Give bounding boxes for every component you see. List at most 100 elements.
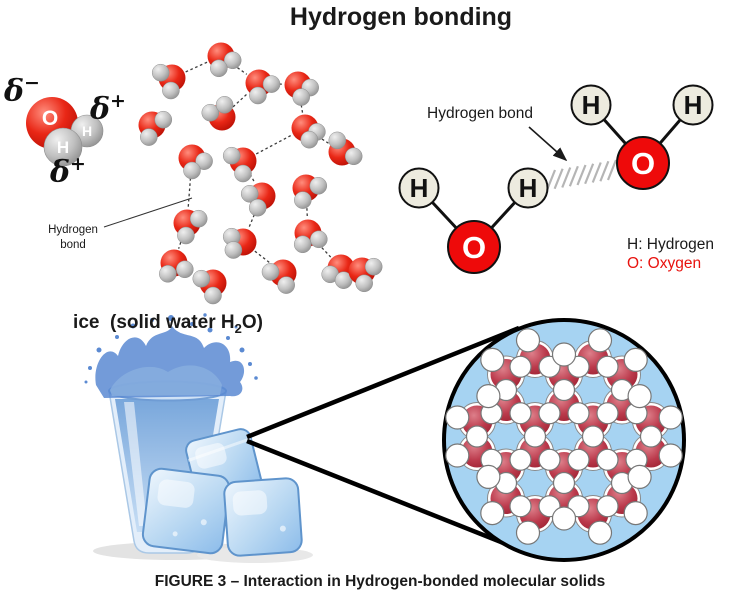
magnifier-line-top	[246, 325, 520, 440]
hydrogen-sphere	[224, 241, 243, 259]
hydrogen-sphere	[240, 185, 259, 203]
oxygen-atom	[616, 136, 670, 190]
water-molecule	[192, 269, 227, 305]
hydrogen-bond-hatch	[561, 167, 572, 188]
hydrogen-atom	[507, 167, 549, 209]
minus-sign: −	[24, 72, 40, 94]
hydrogen-sphere	[222, 146, 241, 165]
hydrogen-sphere	[300, 130, 319, 149]
lattice-hydrogen	[596, 448, 619, 471]
lattice-hydrogen	[596, 495, 619, 518]
magnifier-line-bottom	[246, 438, 522, 553]
lattice-hydrogen	[538, 448, 561, 471]
water-molecule	[284, 71, 319, 106]
water-molecule	[207, 42, 242, 78]
figure-caption: FIGURE 3 – Interaction in Hydrogen-bonde…	[154, 573, 606, 590]
water-molecule	[138, 110, 173, 146]
water-splash-inner	[110, 365, 222, 396]
water-cluster	[138, 42, 383, 305]
lattice-hydrogen	[581, 425, 605, 448]
hydrogen-bond-hatch	[568, 165, 579, 187]
hydrogen-sphere	[223, 51, 242, 70]
hydrogen-atom-label: H	[684, 90, 703, 120]
hydrogen-sphere	[43, 127, 83, 167]
hydrogen-sphere	[328, 131, 347, 150]
lattice-hydrogen-outer	[515, 328, 541, 353]
hydrogen-sphere	[344, 147, 363, 166]
lattice-hydrogen	[567, 402, 590, 425]
ice-cube	[223, 477, 303, 557]
hydrogen-sphere	[248, 198, 267, 217]
callout-text: Hydrogen bond	[427, 105, 533, 122]
lattice-hydrogen	[567, 448, 590, 471]
lattice-hydrogen	[639, 425, 663, 448]
magnified-view	[442, 318, 686, 562]
lattice-hydrogen	[509, 448, 532, 471]
lattice-hydrogen-outer	[623, 500, 648, 526]
hydrogen-atom	[398, 167, 440, 209]
magnifier-cone	[246, 325, 522, 553]
lattice-hydrogen-outer	[587, 328, 613, 353]
lattice-hydrogen	[465, 425, 489, 448]
plus-sign: +	[110, 90, 126, 112]
water-molecule	[328, 131, 363, 166]
oxygen-atom	[447, 220, 501, 274]
hydrogen-sphere	[176, 260, 194, 279]
schematic-hydrogen-bond-callout: Hydrogen bond	[427, 105, 568, 162]
lattice-hydrogen-outer	[587, 520, 613, 545]
callout-arrow	[528, 126, 568, 162]
hydrogen-bond-hatch	[591, 162, 602, 183]
hydrogen-bond-dashed	[185, 61, 208, 73]
hydrogen-bond-dashed	[248, 209, 257, 229]
hydrogen-sphere	[293, 235, 312, 254]
hydrogen-sphere	[151, 63, 170, 82]
lattice-hydrogen	[509, 355, 532, 378]
lattice-hydrogen-outer	[445, 405, 470, 430]
hydrogen-bond-dashed	[254, 250, 272, 265]
lattice-hydrogen-outer	[627, 464, 652, 489]
hydrogen-sphere	[364, 257, 383, 276]
lattice-hydrogen-outer	[623, 347, 648, 372]
hydrogen-bond-hatch	[606, 159, 618, 181]
lattice-hydrogen-outer	[480, 347, 505, 372]
lattice-hydrogen-outer	[658, 405, 683, 430]
water-molecule	[291, 114, 326, 149]
lattice-hydrogen	[596, 402, 619, 425]
water-molecule	[240, 182, 276, 217]
hydrogen-sphere	[140, 128, 158, 146]
water-molecule	[159, 249, 194, 283]
hydrogen-sphere	[355, 274, 373, 293]
hydrogen-sphere	[309, 177, 328, 195]
hydrogen-bond-dashed	[232, 92, 249, 108]
hydrogen-atom-label: H	[410, 173, 429, 203]
page-title: Hydrogen bonding	[289, 3, 513, 31]
water-molecule	[292, 174, 328, 209]
ice-cube	[141, 467, 231, 555]
hydrogen-sphere	[177, 226, 195, 245]
legend-hydrogen: H: Hydrogen	[627, 236, 714, 253]
water-molecule	[348, 257, 383, 293]
lattice-hydrogen-outer	[515, 520, 541, 545]
hydrogen-bond-hatch	[553, 168, 564, 190]
lattice-hydrogen	[552, 378, 576, 402]
hydrogen-sphere	[195, 152, 213, 170]
lattice-hydrogen	[523, 425, 547, 448]
water-molecule	[222, 227, 257, 259]
oxygen-letter: O	[42, 107, 58, 130]
lattice-hydrogen	[509, 495, 532, 518]
water-molecule	[261, 259, 297, 294]
schematic-legend: H: Hydrogen O: Oxygen	[627, 236, 714, 272]
callout-text-line2: bond	[60, 239, 86, 251]
ice-photo	[84, 313, 313, 563]
lattice-hydrogen	[538, 402, 561, 425]
hydrogen-sphere	[183, 161, 201, 180]
ice-label-text: O)	[241, 312, 263, 333]
cluster-hydrogen-bond-callout: Hydrogen bond	[48, 197, 193, 251]
ice-label: ice (solid water H2O)	[43, 312, 293, 336]
water-molecule	[321, 254, 355, 289]
hydrogen-atom-label: H	[519, 173, 538, 203]
